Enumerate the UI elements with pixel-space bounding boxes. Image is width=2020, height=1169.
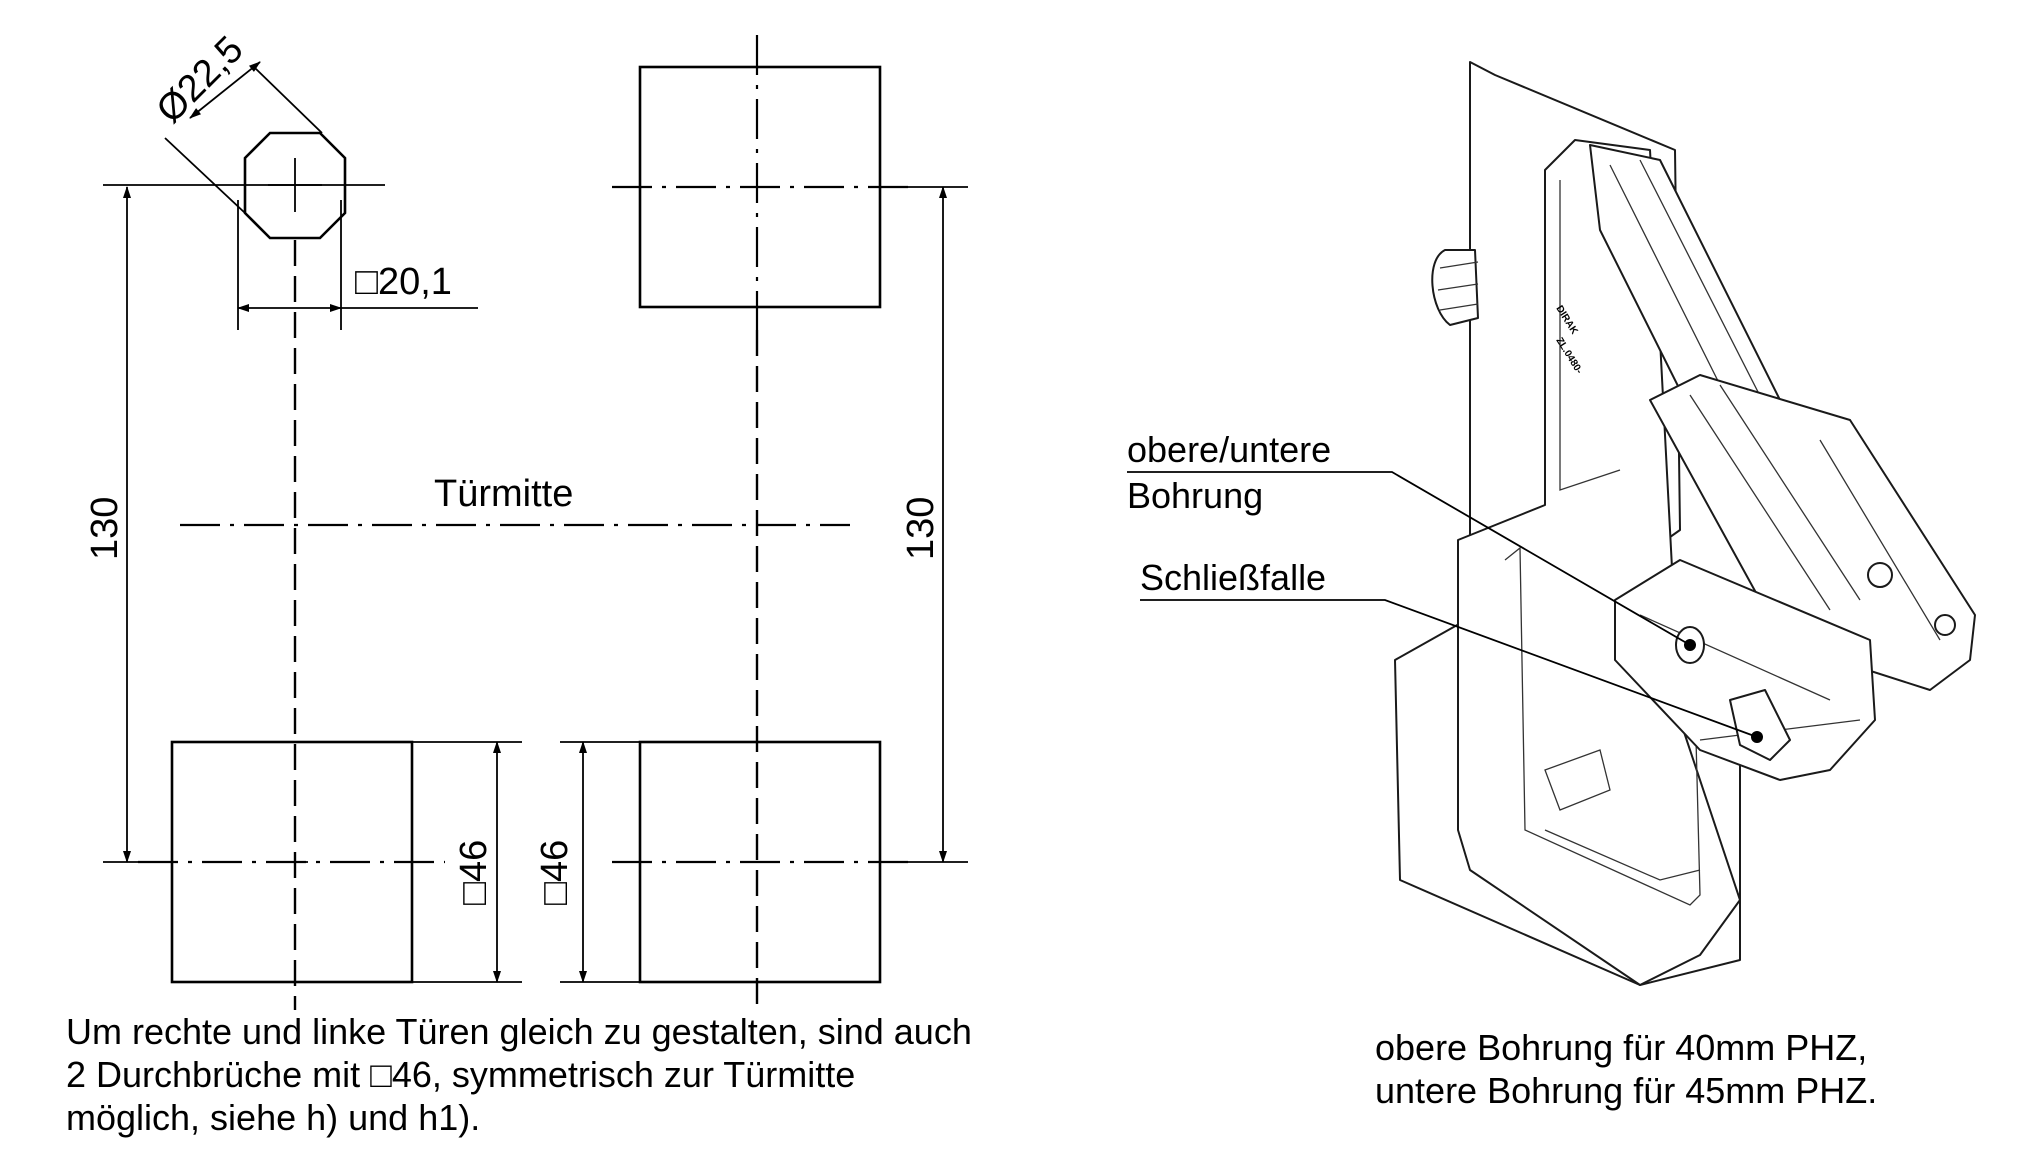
square-right-label: □46 [534,840,576,905]
height-dimension-left: 130 [84,186,172,863]
small-square-dimension: □20,1 [237,200,478,330]
note-left: Um rechte und linke Türen gleich zu gest… [66,1011,972,1138]
square-left-label: □46 [453,840,495,905]
diameter-label: Ø22,5 [149,28,252,131]
door-center-label: Türmitte [434,473,573,515]
square-dimension-left: □46 [412,741,522,983]
note-right: obere Bohrung für 40mm PHZ, untere Bohru… [1375,1027,1878,1111]
callout-bore-line-1: obere/untere [1127,429,1331,470]
callout-latch: Schließfalle [1140,557,1758,738]
height-dimension-right: 130 [880,186,968,863]
handle-illustration: DIRAK ZL.0480- obere/untere Bohrung Schl… [1127,61,1976,986]
small-square-label: □20,1 [355,261,452,303]
height-left-label: 130 [84,497,126,560]
cutout-drawing: Ø22,5 □20,1 Türmitte [84,28,968,1010]
height-right-label: 130 [900,497,942,560]
callout-bore: obere/untere Bohrung [1127,429,1691,646]
square-dimension-right: □46 [534,741,640,983]
callout-bore-line-2: Bohrung [1127,475,1263,516]
octagon-hole [243,131,347,240]
callout-latch-label: Schließfalle [1140,557,1326,598]
